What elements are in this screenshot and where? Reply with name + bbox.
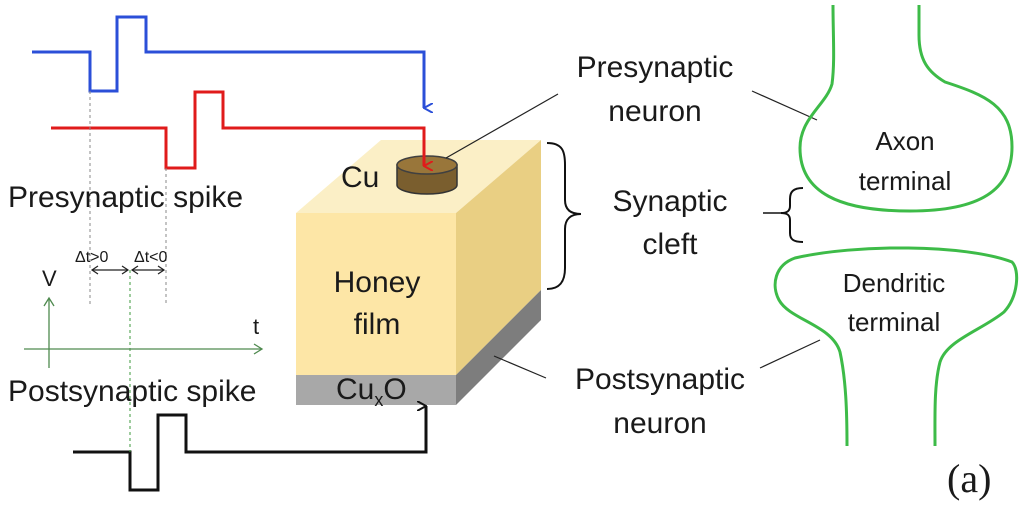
dendritic-terminal-label-line1: Dendritic bbox=[843, 268, 946, 298]
synaptic-cleft-label-line2: cleft bbox=[642, 228, 698, 261]
cuxo-label: CuxO bbox=[336, 373, 407, 410]
honey-film-label-line1: Honey bbox=[334, 266, 421, 299]
dendritic-terminal-label-line2: terminal bbox=[848, 307, 940, 337]
cu-label: Cu bbox=[341, 161, 379, 194]
cleft-small-brace bbox=[780, 187, 804, 243]
postsynaptic-neuron-label-line2: neuron bbox=[613, 407, 706, 440]
v-axis-label: V bbox=[42, 266, 57, 291]
cuxo-side-layer bbox=[456, 290, 541, 405]
dendritic-terminal-outline bbox=[773, 246, 1019, 447]
synaptic-cleft-label-line1: Synaptic bbox=[612, 185, 727, 218]
synaptic-cleft-brace bbox=[546, 142, 582, 290]
top-spike-waveform bbox=[32, 15, 424, 108]
axon-terminal-outline bbox=[798, 4, 1014, 213]
vt-axes bbox=[24, 296, 264, 368]
honey-side-face bbox=[456, 140, 541, 375]
cuxo-label-base: Cu bbox=[336, 373, 374, 406]
honey-film-label-line2: film bbox=[354, 308, 401, 341]
presynaptic-leader-line bbox=[445, 93, 559, 159]
postsynaptic-leader-line bbox=[493, 355, 547, 379]
presynaptic-spike-waveform bbox=[51, 90, 424, 168]
delta-t-negative-label: Δt<0 bbox=[134, 249, 167, 266]
cu-electrode-top bbox=[396, 155, 458, 175]
delta-t-positive-label: Δt>0 bbox=[75, 249, 108, 266]
dendritic-leader-line bbox=[759, 339, 821, 369]
axon-leader-line bbox=[751, 90, 818, 121]
axon-terminal-label-line2: terminal bbox=[859, 166, 951, 196]
axon-terminal-label-line1: Axon bbox=[875, 126, 934, 156]
presynaptic-neuron-label-line2: neuron bbox=[608, 95, 701, 128]
honey-front-face bbox=[296, 213, 456, 375]
delta-t-arrows bbox=[90, 265, 166, 275]
cuxo-label-end: O bbox=[383, 373, 406, 406]
cuxo-label-subscript: x bbox=[374, 390, 383, 410]
timing-guides bbox=[89, 91, 167, 452]
cuxo-front-layer bbox=[296, 375, 456, 405]
presynaptic-neuron-label-line1: Presynaptic bbox=[577, 51, 734, 84]
postsynaptic-spike-waveform bbox=[73, 406, 428, 492]
device-block bbox=[296, 140, 541, 405]
t-axis-label: t bbox=[253, 314, 259, 339]
postsynaptic-spike-label: Postsynaptic spike bbox=[8, 375, 256, 408]
figure-panel-label: (a) bbox=[947, 456, 991, 501]
postsynaptic-neuron-label-line1: Postsynaptic bbox=[575, 363, 745, 396]
cu-electrode bbox=[396, 155, 458, 195]
presynaptic-spike-label: Presynaptic spike bbox=[8, 181, 243, 214]
